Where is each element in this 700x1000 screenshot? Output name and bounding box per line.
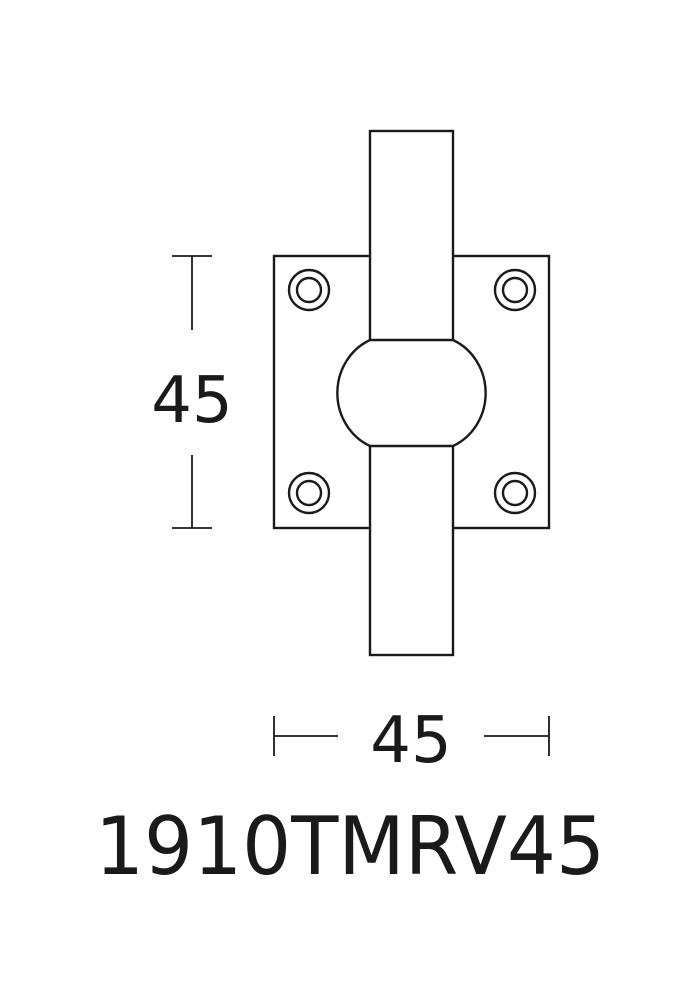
screw-top-right bbox=[493, 268, 537, 312]
screw-bottom-right bbox=[493, 471, 537, 515]
height-label: 45 bbox=[151, 364, 232, 438]
width-label: 45 bbox=[370, 704, 451, 778]
screw-bottom-left bbox=[287, 471, 331, 515]
width-dimension: 45 bbox=[273, 704, 550, 778]
center-knuckle bbox=[336, 338, 487, 448]
screw-top-left bbox=[287, 268, 331, 312]
height-dimension: 45 bbox=[151, 255, 233, 529]
product-code: 1910TMRV45 bbox=[95, 800, 605, 893]
